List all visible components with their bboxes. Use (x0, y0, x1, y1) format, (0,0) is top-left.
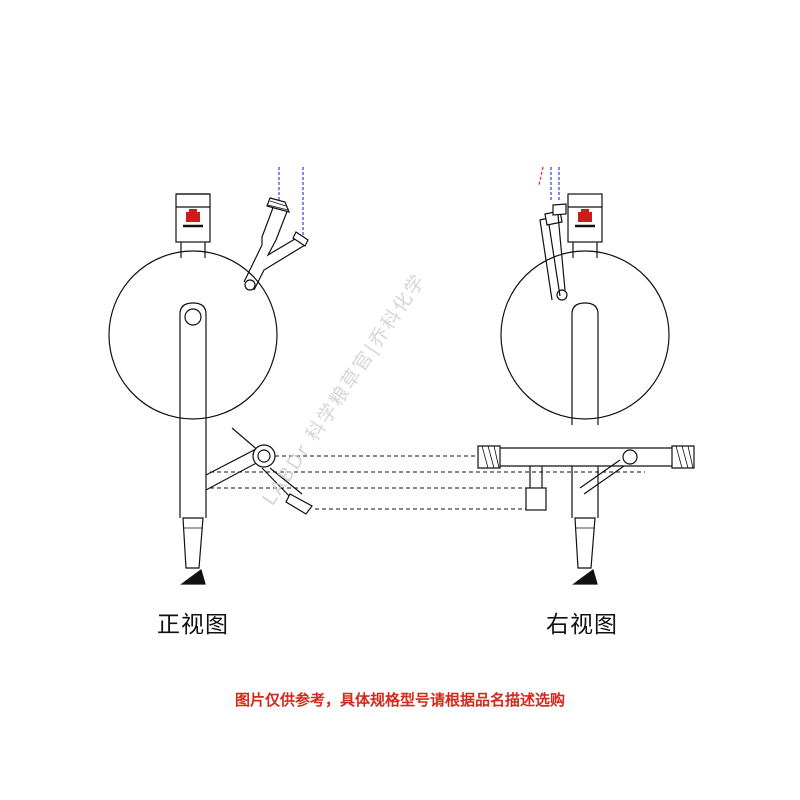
projection-lines (210, 455, 645, 510)
right-manifold (477, 445, 695, 469)
right-lower-stem (571, 466, 599, 585)
front-lower-stem (179, 425, 263, 585)
disclaimer-text: 图片仅供参考，具体规格型号请根据品名描述选购 (234, 691, 565, 709)
right-inner-tube (571, 302, 599, 425)
front-view-label: 正视图 (157, 612, 229, 638)
right-flask-bulb (500, 250, 670, 420)
right-stopcock-handle (579, 459, 625, 495)
front-view (108, 167, 313, 585)
right-down-port (525, 466, 547, 511)
right-view (477, 166, 695, 585)
right-guide-lines (538, 166, 560, 200)
front-side-arm (243, 197, 309, 291)
front-inner-tube (179, 302, 207, 428)
front-flask-bulb (108, 250, 278, 420)
right-side-arm (539, 203, 568, 301)
front-brand-logo (183, 209, 203, 228)
front-stopcock (252, 444, 313, 515)
front-main-neck (175, 193, 211, 258)
right-view-label: 右视图 (546, 612, 618, 638)
front-guide-lines (278, 167, 304, 236)
right-brand-logo (575, 209, 595, 228)
